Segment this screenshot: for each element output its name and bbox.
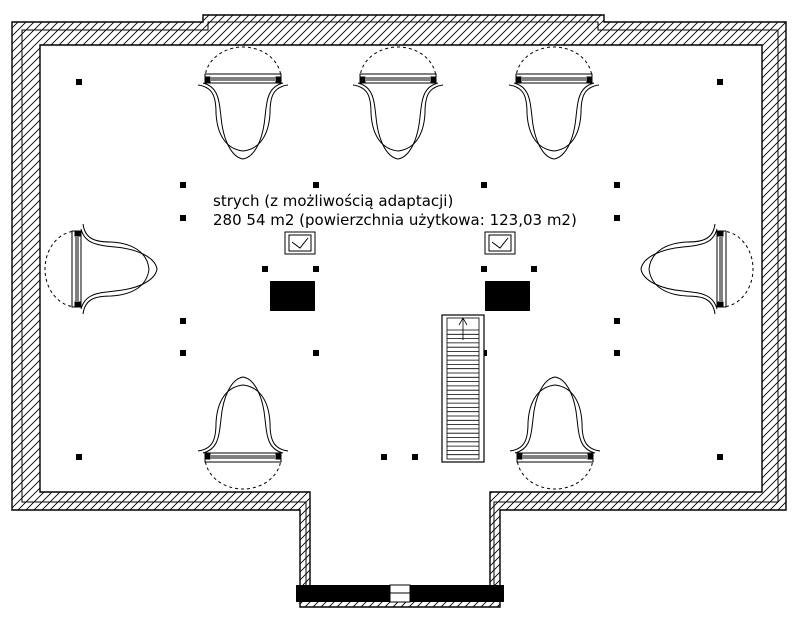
- chimney: [270, 281, 315, 311]
- vent-box: [284, 231, 316, 255]
- post: [76, 79, 82, 85]
- post: [717, 79, 723, 85]
- post: [481, 182, 487, 188]
- roof-window: [44, 223, 158, 315]
- chimneys: [270, 281, 530, 311]
- post: [481, 266, 487, 272]
- post: [614, 215, 620, 221]
- post: [614, 318, 620, 324]
- area-text: 280 54 m2 (powierzchnia użytkowa: 123,03…: [213, 211, 577, 229]
- post: [180, 318, 186, 324]
- chimney: [485, 281, 530, 311]
- post: [313, 182, 319, 188]
- post: [180, 215, 186, 221]
- post: [381, 454, 387, 460]
- vent-box: [484, 231, 516, 255]
- post: [313, 266, 319, 272]
- post: [531, 266, 537, 272]
- roof-window: [509, 376, 601, 490]
- roof-window: [197, 46, 289, 160]
- roof-windows: [44, 46, 754, 490]
- roof-window: [197, 376, 289, 490]
- post: [262, 266, 268, 272]
- post: [313, 350, 319, 356]
- roof-window: [640, 223, 754, 315]
- post: [180, 182, 186, 188]
- roof-window: [352, 46, 444, 160]
- outer-walls: [11, 14, 787, 608]
- post: [717, 454, 723, 460]
- wall-middle-edge: [21, 21, 779, 601]
- post: [180, 350, 186, 356]
- entrance-wall: [296, 584, 504, 603]
- post: [76, 454, 82, 460]
- post: [614, 182, 620, 188]
- post: [412, 454, 418, 460]
- room-name: strych (z możliwością adaptacji): [213, 192, 453, 210]
- staircase: [441, 314, 485, 463]
- post: [614, 350, 620, 356]
- roof-window: [508, 46, 600, 160]
- ventilation-boxes: [284, 231, 516, 255]
